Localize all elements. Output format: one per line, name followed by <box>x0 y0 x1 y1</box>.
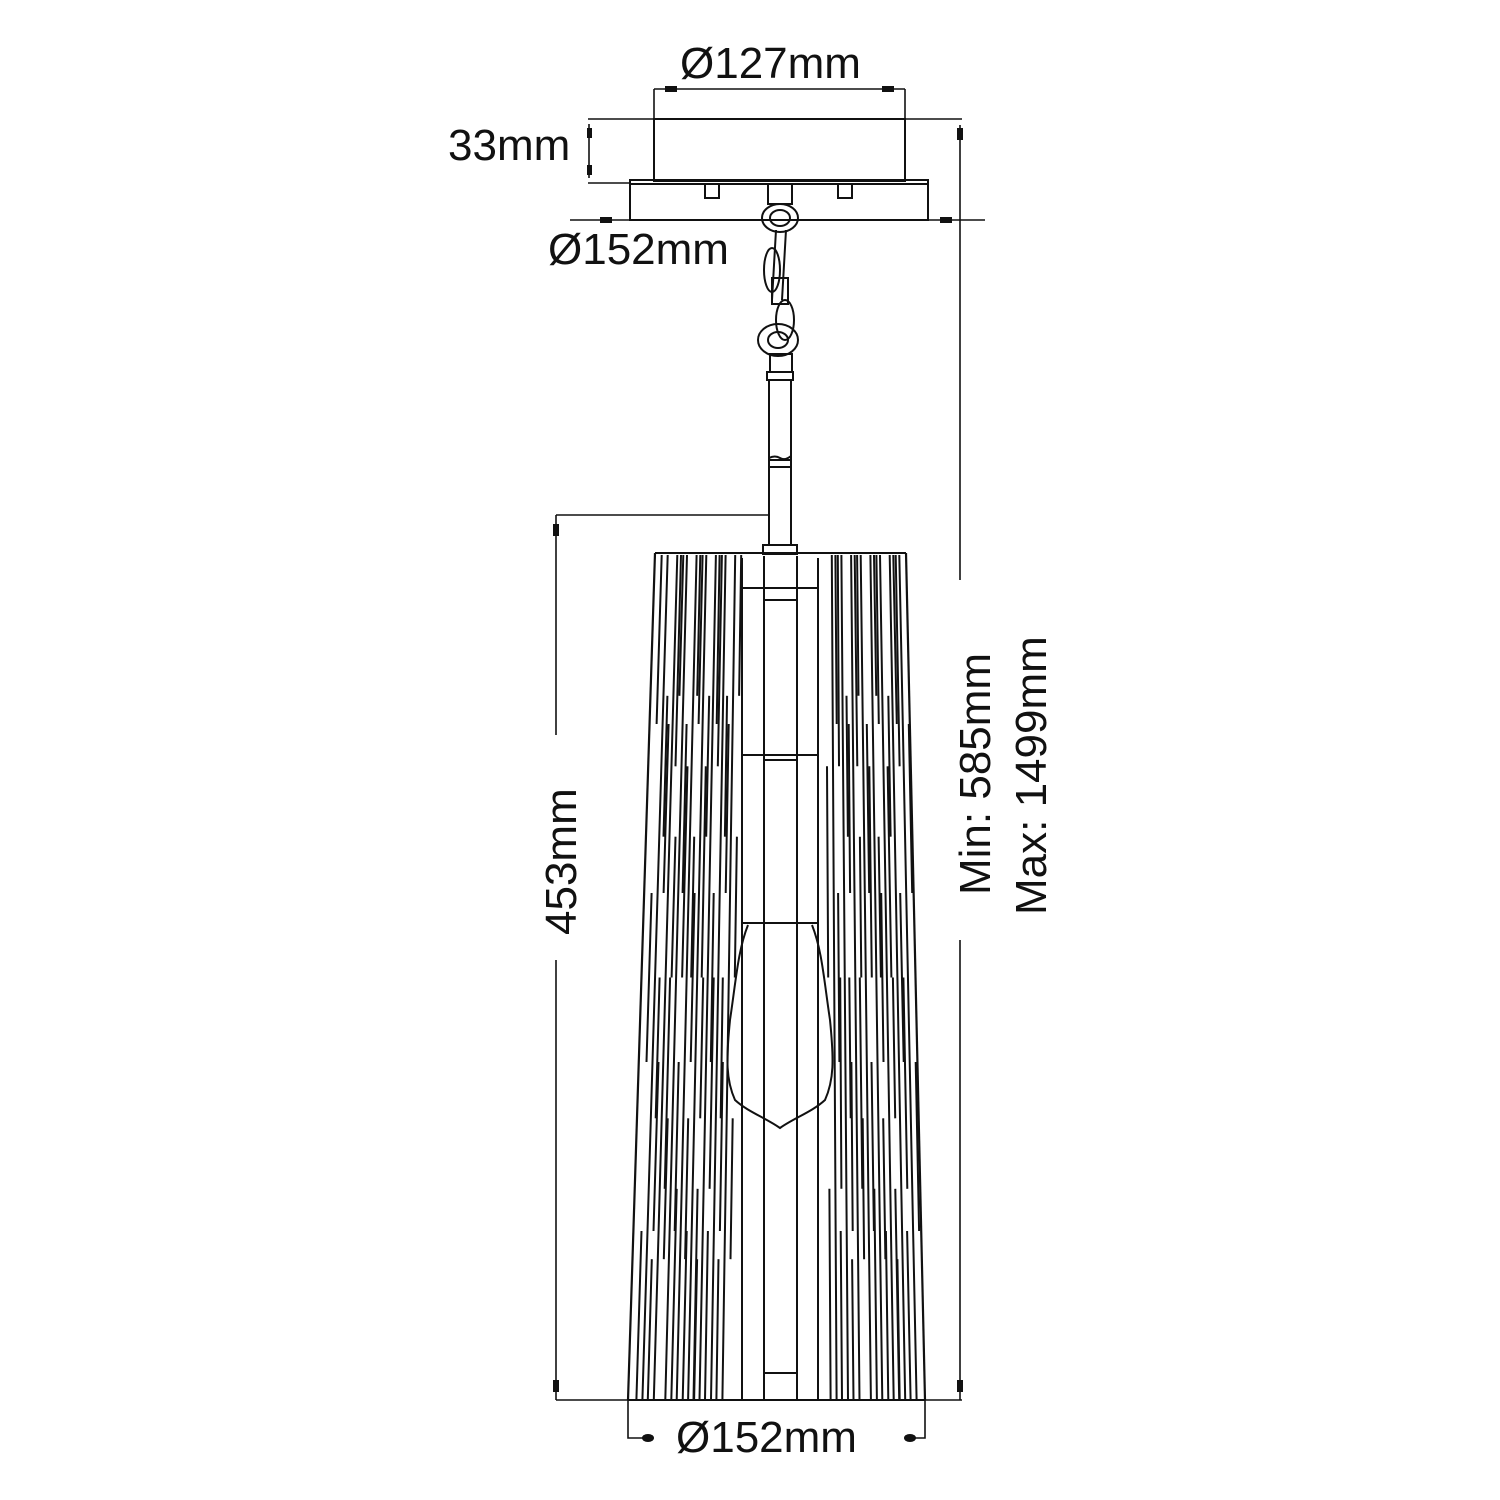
shade-slat <box>873 554 901 1401</box>
shade-slat <box>684 554 711 1401</box>
shade-slat <box>704 554 730 1401</box>
shade-slat <box>692 554 723 1401</box>
shade-slat <box>892 554 921 1401</box>
chain <box>757 183 799 373</box>
shade-slat <box>865 554 890 1401</box>
slatted-shade <box>626 552 927 1401</box>
shade-slat <box>853 554 878 1401</box>
canopy-diameter-dimension <box>653 86 906 119</box>
downrod <box>762 371 798 555</box>
plate-diameter-label: Ø152mm <box>548 225 729 274</box>
shade-diameter-label: Ø152mm <box>676 1413 857 1462</box>
overall-height-min-label: Min: 585mm <box>951 653 1000 895</box>
shade-slat <box>845 554 866 1401</box>
canopy-height-label: 33mm <box>448 121 570 170</box>
shade-height-label: 453mm <box>537 788 586 935</box>
canopy-height-dimension <box>587 118 654 184</box>
shade-slat <box>715 554 743 1401</box>
shade-slat <box>826 554 843 1401</box>
overall-height-dimension <box>905 118 963 1401</box>
shade-diameter-dimension <box>627 1400 926 1442</box>
shade-slat <box>635 554 670 1401</box>
plate-diameter-dimension <box>570 217 985 223</box>
shade-slat <box>673 554 704 1401</box>
canopy-diameter-label: Ø127mm <box>680 39 861 88</box>
shade-slat <box>646 554 685 1401</box>
mounting-plate <box>629 179 929 221</box>
shade-slat <box>886 554 909 1401</box>
canopy <box>653 118 906 182</box>
bulb <box>726 924 834 1130</box>
shade-slats <box>635 554 921 1401</box>
overall-height-max-label: Max: 1499mm <box>1007 636 1056 915</box>
shade-height-dimension <box>553 514 770 1401</box>
shade-slat <box>834 554 854 1401</box>
shade-slat <box>663 554 689 1401</box>
